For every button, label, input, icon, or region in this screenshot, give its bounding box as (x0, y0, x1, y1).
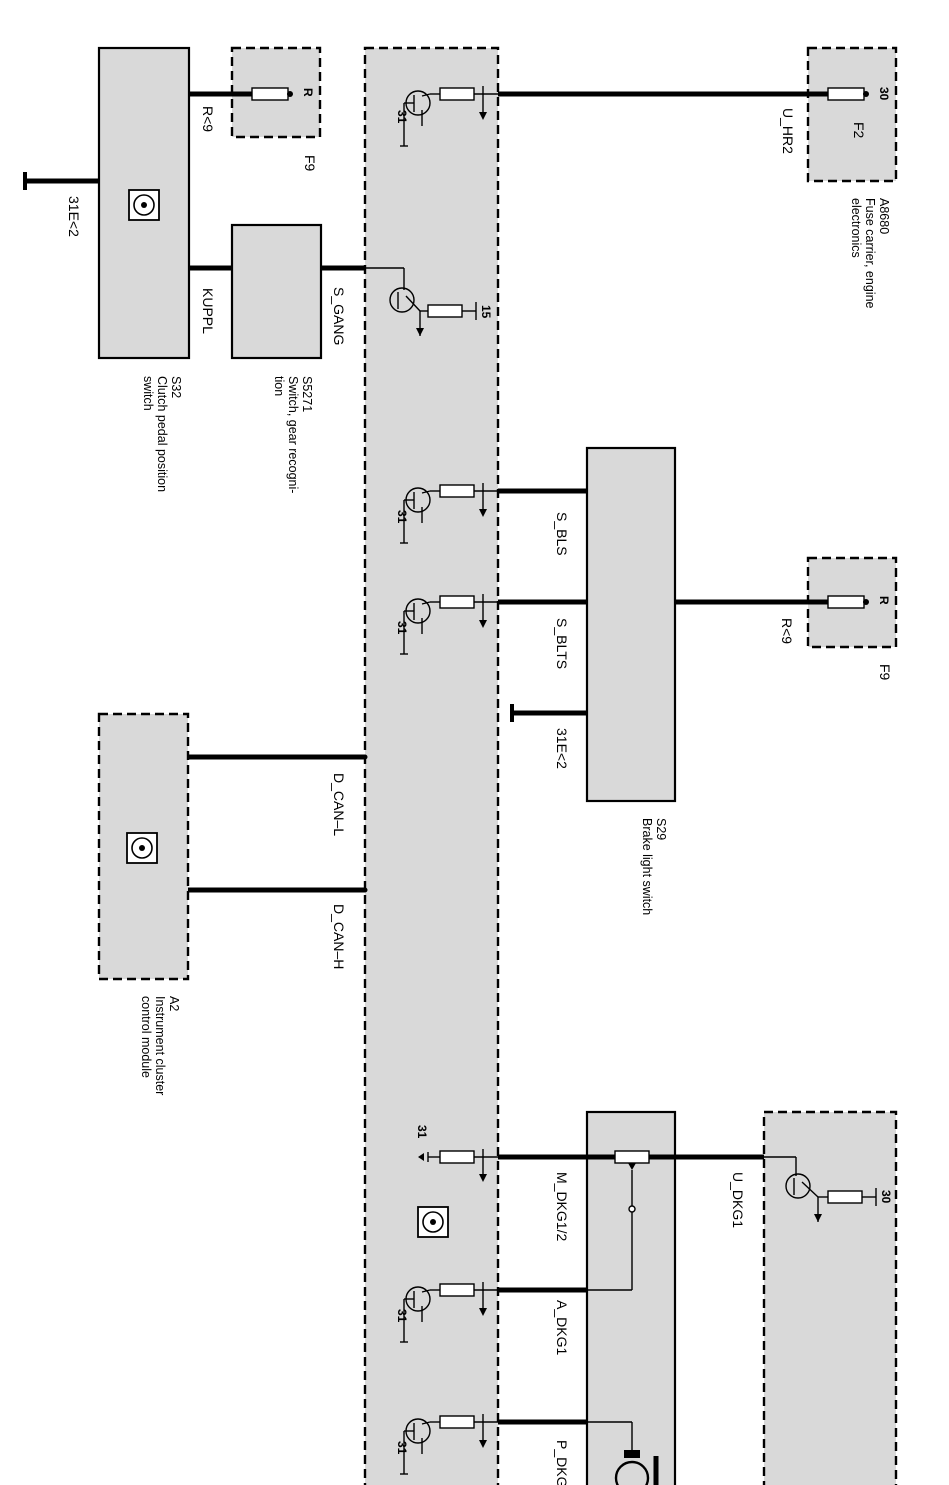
a8680-id: A8680 (877, 198, 891, 234)
ground-stage-m-dkg (418, 1149, 498, 1182)
s32-id: S32 (169, 376, 183, 398)
s29-box (585, 446, 677, 803)
s5271-desc-2: tion (272, 376, 286, 396)
fuse-f9-top-label: F9 (302, 155, 318, 172)
wire-d-can-l-label: D_CAN–L (331, 773, 347, 836)
wire-p-dkg-label: P_DKG (554, 1440, 570, 1485)
pin-31-s-bls: 31 (395, 510, 409, 524)
fuse-f9-top-pin: R (301, 88, 315, 97)
throttle-actuator-box (585, 1110, 677, 1485)
wire-r9-right-label: R<9 (779, 618, 795, 644)
a2-desc-2: control module (139, 996, 153, 1078)
s29-id: S29 (654, 818, 668, 840)
pin-31-p-dkg: 31 (395, 1441, 409, 1455)
wire-gnd-s29-label: 31E<2 (554, 728, 570, 769)
potentiometer-icon (587, 1150, 650, 1291)
a8680-desc-1: Fuse carrier, engine (863, 198, 877, 309)
fuse-f2-label: F2 (851, 122, 867, 139)
wire-s-bls-label: S_BLS (554, 512, 570, 556)
a8680-desc-2: electronics (849, 198, 863, 258)
motor-icon (587, 1421, 659, 1485)
s32-desc-1: Clutch pedal position (155, 376, 169, 492)
supply-stage-u-dkg (764, 1156, 877, 1222)
fuse-f2-pin-label: 30 (877, 87, 891, 101)
wire-a-dkg-label: A_DKG1 (554, 1300, 570, 1355)
output-stage-p-dkg (400, 1414, 498, 1475)
s32-desc-2: switch (141, 376, 155, 411)
dkg-supply-box (762, 1110, 898, 1485)
s29-desc-1: Brake light switch (640, 818, 654, 915)
s5271-desc-1: Switch, gear recogni- (286, 376, 300, 493)
wire-kuppl-label: KUPPL (200, 288, 216, 334)
fuse-carrier-box (806, 46, 898, 183)
a2-control-symbol-icon (126, 832, 158, 864)
a2-desc-1: Instrument cluster (153, 996, 167, 1095)
output-stage-1 (400, 86, 498, 147)
fuse-f9-right-pin: R (877, 596, 891, 605)
pin-31-a-dkg: 31 (395, 1309, 409, 1323)
fuse-f9-right-icon (827, 595, 865, 609)
a2-box (97, 712, 190, 981)
fuse-f2-icon (827, 87, 865, 101)
dkg-supply-pin: 30 (879, 1190, 893, 1204)
fuse-f9-right-label: F9 (877, 664, 893, 681)
fuse-f9-top-icon (251, 87, 289, 101)
s5271-id: S5271 (300, 376, 314, 412)
wire-d-can-h-label: D_CAN–H (331, 904, 347, 969)
output-stage-s-blts (400, 594, 498, 655)
s5271-box (230, 223, 323, 360)
wire-gnd-top-label: 31E<2 (66, 196, 82, 237)
s32-control-symbol-icon (128, 189, 160, 221)
wire-u-dkg-label: U_DKG1 (730, 1172, 746, 1228)
pin-31-m-dkg: 31 (415, 1125, 429, 1139)
control-unit-box (363, 46, 500, 1485)
wire-s-gang-label: S_GANG (331, 287, 347, 345)
pin-31-s-blts: 31 (395, 621, 409, 635)
input-stage-s-gang (365, 267, 477, 336)
pin-15: 15 (479, 305, 493, 319)
wire-u-hr2-label: U_HR2 (780, 108, 796, 154)
pin-31-stage-1: 31 (395, 110, 409, 124)
output-stage-a-dkg (400, 1282, 498, 1343)
wire-s-blts-label: S_BLTS (554, 618, 570, 669)
wire-r9-top-label: R<9 (200, 106, 216, 132)
control-unit-symbol-icon (417, 1206, 449, 1238)
a2-id: A2 (167, 996, 181, 1011)
wire-m-dkg-label: M_DKG1/2 (554, 1172, 570, 1241)
output-stage-s-bls (400, 483, 498, 544)
